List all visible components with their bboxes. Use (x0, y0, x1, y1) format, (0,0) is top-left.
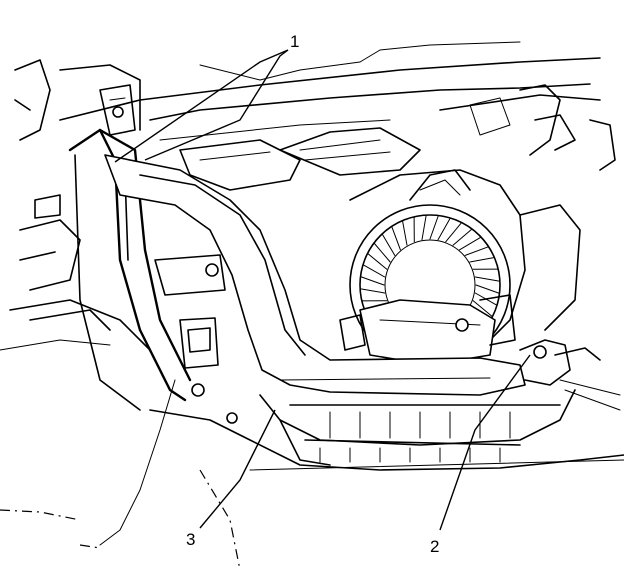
fan-blade (472, 300, 493, 318)
fan-blade (391, 225, 401, 251)
fan-blade (469, 257, 495, 263)
fan-blade (474, 276, 501, 282)
callout-label-1: 1 (290, 32, 299, 51)
fan-blade (367, 252, 388, 270)
fan-blade (437, 217, 451, 241)
fan-blade (373, 242, 391, 263)
air-duct (104, 154, 526, 396)
dashboard-structure (59, 41, 601, 191)
leader-line-3 (199, 409, 276, 529)
fan-blade (475, 284, 500, 294)
left-bracket-structure (0, 59, 151, 351)
fan-blade (445, 222, 463, 243)
lower-housing (149, 389, 624, 471)
fan-blade (421, 214, 427, 241)
fan-blade (362, 264, 386, 278)
fan-blade (402, 220, 408, 246)
fan-blade (452, 228, 473, 246)
leader-line-2 (439, 354, 531, 531)
fan-blade (360, 276, 385, 286)
right-connector (519, 114, 621, 411)
callout-label-2: 2 (430, 537, 439, 556)
callout-label-3: 3 (186, 530, 195, 549)
blower-motor (339, 169, 516, 366)
fan-blade (429, 215, 439, 240)
fan-blade (381, 233, 396, 256)
fan-blade (459, 236, 482, 251)
floor-lines (0, 379, 624, 571)
leader-line-1 (114, 49, 289, 163)
fan-blade (359, 288, 386, 294)
fan-blade (464, 246, 490, 256)
